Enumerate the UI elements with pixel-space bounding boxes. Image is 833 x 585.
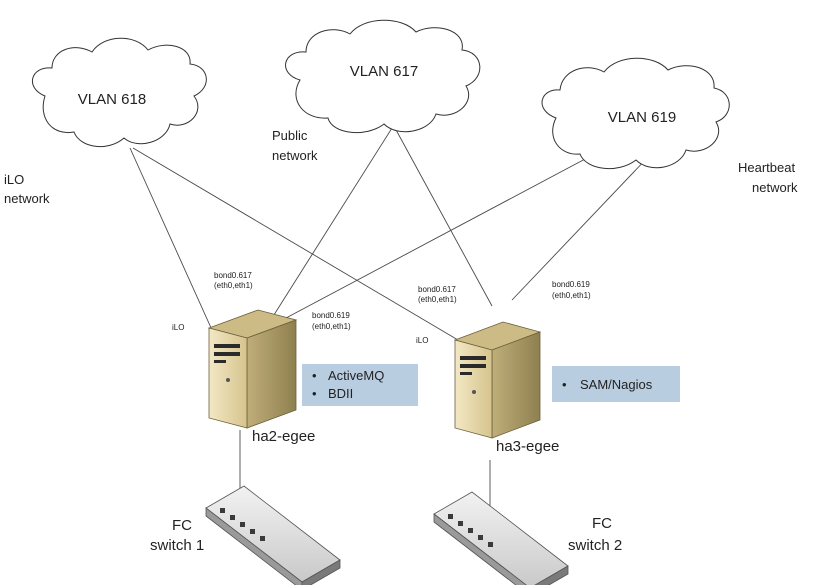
power-led-icon	[226, 378, 230, 382]
link-vlan617-ha3	[394, 127, 493, 307]
server-side	[246, 319, 297, 429]
switch-side	[301, 559, 341, 585]
svg-text:iLO: iLO	[4, 172, 24, 187]
svg-text:FC: FC	[172, 517, 192, 534]
svg-text:(eth0,eth1): (eth0,eth1)	[312, 322, 351, 331]
drive-bay-icon	[460, 364, 486, 368]
link-vlan617-ha2	[271, 127, 393, 319]
service-bdii: BDII	[328, 386, 353, 401]
ilo-network-label: iLO network	[4, 172, 50, 206]
svg-text:bond0.619: bond0.619	[552, 280, 590, 289]
svg-text:network: network	[752, 180, 798, 195]
ha3-iface-619-label: bond0.619 (eth0,eth1)	[552, 280, 591, 300]
drive-bay-icon	[214, 352, 240, 356]
network-links	[129, 127, 651, 508]
fc-switch-1-label: FC switch 1	[150, 517, 204, 554]
ha3-ilo-label: iLO	[416, 336, 428, 345]
bullet: •	[312, 386, 317, 401]
svg-text:network: network	[272, 148, 318, 163]
service-activemq: ActiveMQ	[328, 368, 384, 383]
switch-side	[534, 565, 569, 585]
fc-switch-2	[433, 491, 569, 585]
link-vlan619-ha3	[511, 154, 651, 301]
switch-ports-icon	[220, 508, 265, 541]
svg-text:switch 1: switch 1	[150, 537, 204, 554]
server-front	[454, 339, 493, 439]
services-box-bg	[302, 364, 418, 406]
drive-bay-icon	[460, 372, 472, 375]
drive-bay-icon	[214, 360, 226, 363]
ha2-iface-617-label: bond0.617 (eth0,eth1)	[214, 271, 253, 290]
server-name-ha3-egee: ha3-egee	[496, 438, 559, 455]
ha3-iface-617-label: bond0.617 (eth0,eth1)	[418, 285, 457, 304]
cloud-shape	[285, 19, 481, 134]
svg-text:bond0.617: bond0.617	[418, 285, 456, 294]
switch-ports-icon	[448, 514, 493, 547]
switch-front	[433, 513, 527, 585]
drive-bay-icon	[214, 344, 240, 348]
cloud-label-vlan-618: VLAN 618	[78, 91, 146, 108]
cloud-vlan-618: VLAN 618	[31, 37, 207, 148]
power-led-icon	[472, 390, 476, 394]
fc-switch-2-label: FC switch 2	[568, 515, 622, 554]
fc-switch-1	[205, 485, 341, 585]
svg-text:Public: Public	[272, 128, 308, 143]
svg-text:(eth0,eth1): (eth0,eth1)	[552, 291, 591, 300]
ha2-services-box: • ActiveMQ • BDII	[302, 364, 418, 406]
switch-front	[205, 507, 303, 585]
server-ha3-egee	[453, 321, 542, 439]
svg-text:bond0.617: bond0.617	[214, 271, 252, 280]
svg-text:network: network	[4, 191, 50, 206]
ha2-ilo-label: iLO	[172, 323, 184, 332]
link-vlan618-ha2-ilo	[129, 147, 213, 331]
ha3-services-box: • SAM/Nagios	[552, 366, 680, 402]
cloud-shape	[31, 37, 207, 148]
svg-text:(eth0,eth1): (eth0,eth1)	[418, 295, 457, 304]
server-ha2-egee	[207, 309, 298, 429]
cloud-label-vlan-619: VLAN 619	[608, 109, 676, 126]
svg-text:switch 2: switch 2	[568, 537, 622, 554]
svg-text:Heartbeat: Heartbeat	[738, 160, 795, 175]
drive-bay-icon	[460, 356, 486, 360]
server-name-ha2-egee: ha2-egee	[252, 428, 315, 445]
svg-text:bond0.619: bond0.619	[312, 311, 350, 320]
link-vlan619-ha2	[285, 149, 603, 319]
bullet: •	[312, 368, 317, 383]
service-sam-nagios: SAM/Nagios	[580, 377, 653, 392]
svg-text:(eth0,eth1): (eth0,eth1)	[214, 281, 253, 290]
server-side	[491, 331, 541, 439]
cloud-shape	[541, 57, 730, 170]
ha2-iface-619-label: bond0.619 (eth0,eth1)	[312, 311, 351, 331]
services-box-bg	[552, 366, 680, 402]
heartbeat-network-label: Heartbeat network	[738, 160, 798, 195]
svg-text:FC: FC	[592, 515, 612, 532]
cloud-vlan-617: VLAN 617	[285, 19, 481, 134]
bullet: •	[562, 377, 567, 392]
link-vlan618-ha3-ilo	[132, 147, 459, 341]
cloud-vlan-619: VLAN 619	[541, 57, 730, 170]
public-network-label: Public network	[272, 128, 318, 163]
cloud-label-vlan-617: VLAN 617	[350, 63, 418, 80]
